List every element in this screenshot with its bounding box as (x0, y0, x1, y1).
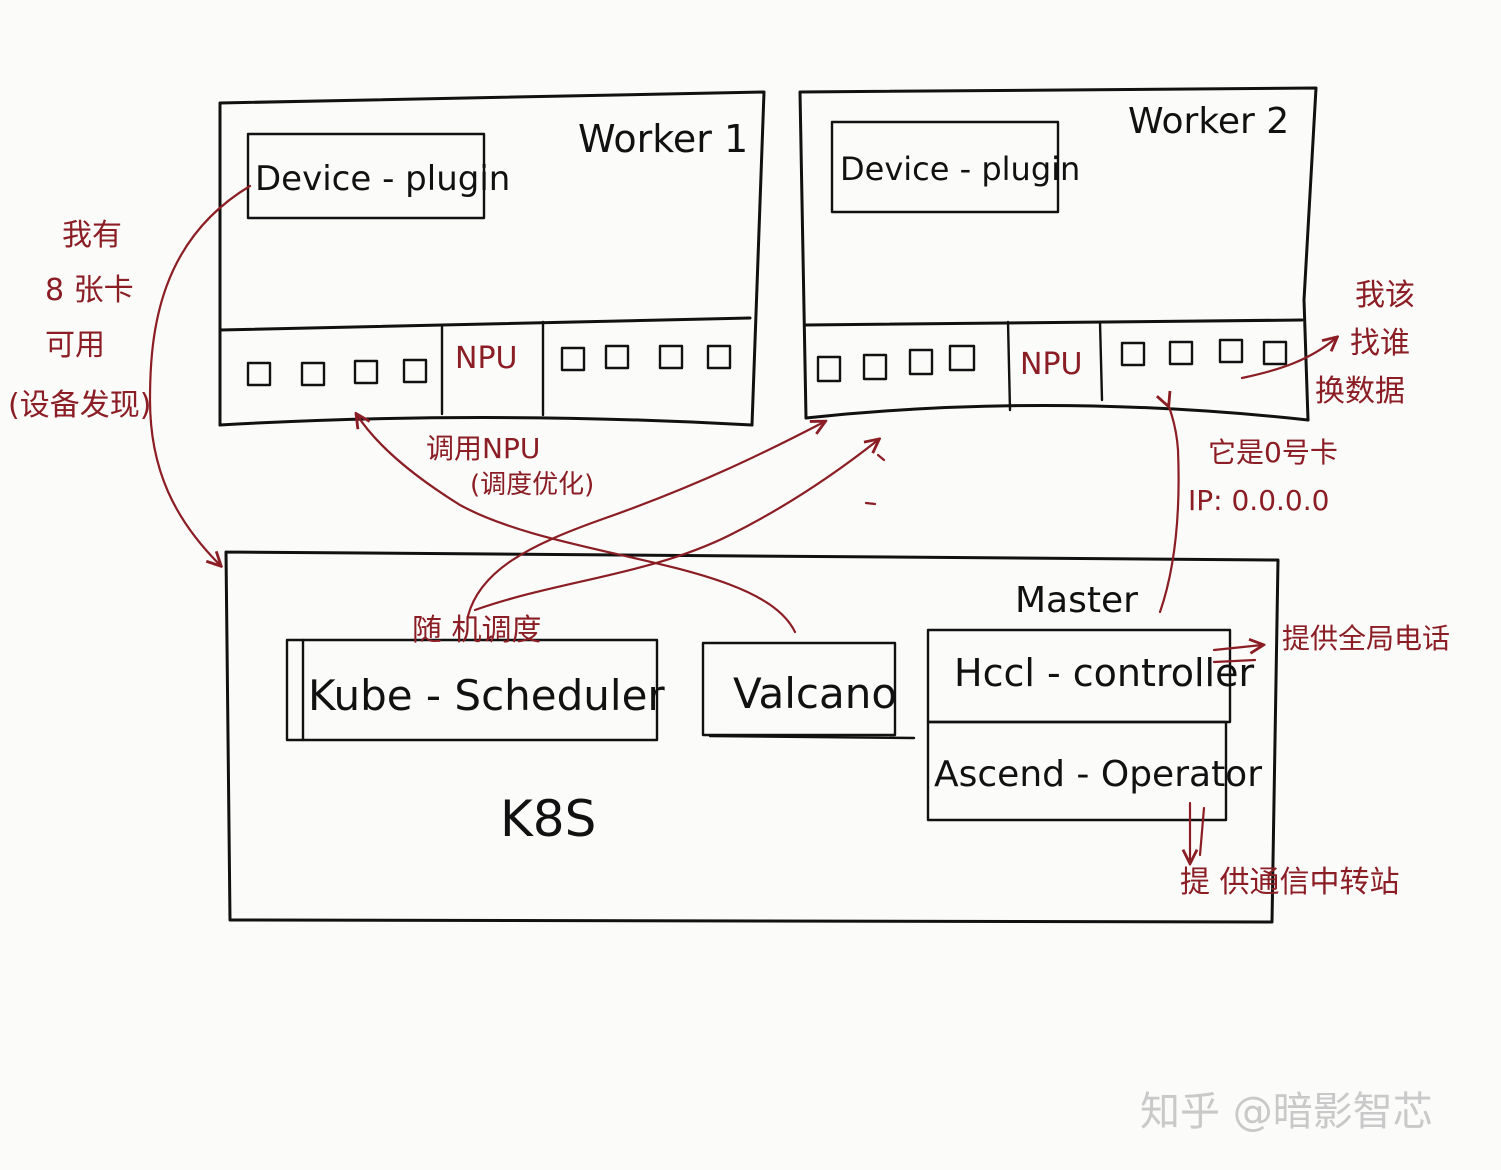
call-npu-label: 调用NPU (426, 432, 540, 465)
ascend-operator-label: Ascend - Operator (934, 754, 1262, 795)
card-id-label: 它是0号卡 (1208, 436, 1338, 469)
ip-label: IP: 0.0.0.0 (1188, 484, 1329, 517)
left-note-line-1: 我有 (62, 218, 122, 253)
worker1-npu-chips-left (246, 358, 428, 387)
worker2-device-plugin-box (830, 120, 1060, 214)
annotation-arrows (148, 184, 1336, 862)
volcano-box (701, 641, 897, 737)
worker2-node: Device - plugin Worker 2 NPU (798, 86, 1318, 422)
left-note-line-3: 可用 (45, 328, 105, 363)
volcano-label: Valcano (733, 669, 897, 718)
global-phone-label: 提供全局电话 (1282, 622, 1450, 655)
watermark: 知乎 @暗影智芯 (1140, 1089, 1433, 1135)
worker1-device-plugin-box (246, 132, 486, 220)
kube-scheduler-label: Kube - Scheduler (308, 671, 665, 720)
random-schedule-arrow-1 (466, 422, 824, 618)
stray-mark-1 (876, 453, 886, 462)
relay-label: 提 供通信中转站 (1180, 865, 1400, 900)
worker1-npu-chips-right (560, 344, 732, 372)
worker1-device-plugin-label: Device - plugin (255, 159, 510, 199)
relay-arrow-extra (1198, 806, 1206, 857)
left-note-line-2: 8 张卡 (45, 273, 134, 308)
card-id-arrow (1160, 404, 1180, 614)
stray-mark-2 (864, 501, 877, 506)
call-npu-sub-label: (调度优化) (470, 470, 594, 500)
global-phone-arrow-extra (1212, 658, 1257, 664)
worker2-npu-chips-right (1120, 338, 1288, 367)
worker2-npu-label: NPU (1020, 347, 1083, 382)
worker2-npu-chips-left (816, 344, 976, 383)
master-title: Master (1015, 580, 1138, 621)
ascend-operator-box (926, 720, 1228, 822)
random-schedule-label: 随 机调度 (412, 613, 542, 648)
kube-scheduler-box (285, 638, 659, 742)
right-note-line-2: 找谁 (1350, 326, 1410, 361)
random-schedule-arrow-2 (473, 440, 878, 612)
hccl-controller-label: Hccl - controller (954, 651, 1254, 695)
right-note-line-3: 换数据 (1315, 374, 1405, 409)
worker1-title: Worker 1 (578, 117, 748, 161)
global-phone-arrow (1212, 645, 1262, 650)
worker1-node: Device - plugin Worker 1 NPU (218, 90, 766, 427)
left-note-line-4: (设备发现) (8, 388, 151, 423)
k8s-label: K8S (500, 790, 596, 848)
master-node: Master Kube - Scheduler Valcano Hccl - c… (224, 550, 1280, 924)
find-data-arrow (1240, 338, 1336, 380)
discovery-arrow (148, 184, 252, 565)
worker2-device-plugin-label: Device - plugin (840, 150, 1080, 188)
right-note-line-1: 我该 (1355, 278, 1415, 313)
worker2-title: Worker 2 (1128, 101, 1289, 142)
annotation-labels: 我有 8 张卡 可用 (设备发现) 调用NPU (调度优化) 随 机调度 我该 … (8, 218, 1450, 900)
call-npu-arrow (357, 415, 797, 634)
worker1-npu-label: NPU (455, 341, 518, 376)
